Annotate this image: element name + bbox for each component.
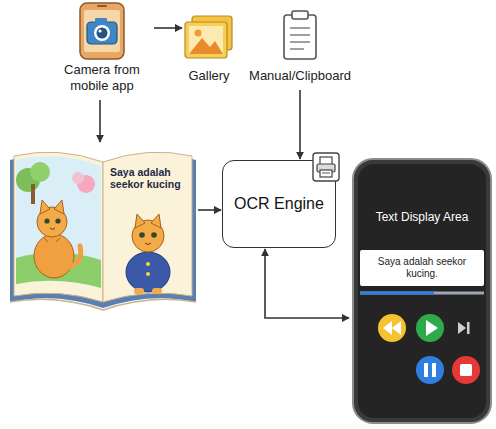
- flow-arrow: [154, 27, 182, 29]
- scanner-icon: [311, 151, 341, 183]
- gallery-source: Gallery: [178, 10, 240, 86]
- node-label: Manual/Clipboard: [244, 8, 356, 84]
- storybook: Saya adalah seekor kucing: [6, 138, 200, 314]
- storybook-illustration: [6, 138, 200, 314]
- phone-frame: [352, 158, 492, 424]
- clipboard-source: Manual/Clipboard: [244, 8, 356, 88]
- flow-arrow: [299, 90, 301, 159]
- gallery-icon: [178, 10, 240, 68]
- clipboard-icon: [244, 8, 356, 66]
- flow-arrow: [265, 249, 349, 318]
- ocr-engine-box: OCR Engine: [222, 160, 336, 248]
- text-display-bar: Saya adalah seekor kucing.: [360, 250, 484, 286]
- node-label: Text Display Area: [360, 210, 484, 224]
- node-label: Saya adalah seekor kucing.: [365, 256, 479, 280]
- node-label: OCR Engine: [224, 194, 334, 213]
- flow-arrow: [198, 209, 221, 211]
- phone-mockup: Text Display AreaSaya adalah seekor kuci…: [352, 158, 492, 424]
- flow-arrow: [99, 100, 101, 142]
- node-label: Gallery: [178, 10, 240, 84]
- camera-source: Camera from mobile app: [52, 2, 152, 98]
- node-label: Camera from mobile app: [52, 2, 152, 93]
- node-label: Saya adalah seekor kucing: [110, 166, 190, 190]
- camera-icon: [52, 2, 152, 62]
